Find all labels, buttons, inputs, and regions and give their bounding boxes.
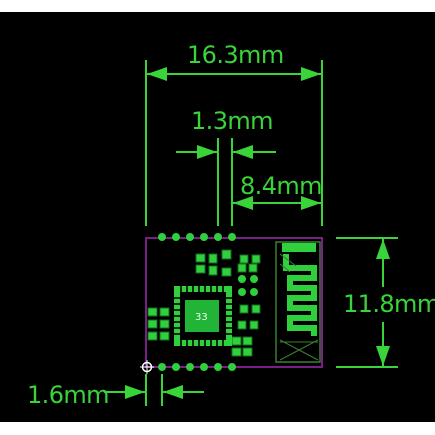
smd-pad xyxy=(147,307,158,317)
pad xyxy=(238,275,246,283)
dim-label-pitch: 1.6mm xyxy=(27,381,109,409)
arrow-height-top xyxy=(376,239,390,259)
smd-pad xyxy=(242,347,253,357)
pad xyxy=(200,363,208,371)
smd-pad xyxy=(251,304,261,314)
arrow-antenna-left xyxy=(233,196,253,210)
pad xyxy=(200,233,208,241)
dim-label-height: 11.8mm xyxy=(343,290,435,318)
pad xyxy=(158,233,166,241)
arrow-gap-right xyxy=(233,145,253,159)
antenna-hatch xyxy=(279,253,319,361)
arrow-gap-left xyxy=(197,145,217,159)
smd-pad xyxy=(231,336,242,346)
smd-pad xyxy=(237,320,247,330)
smd-pad xyxy=(159,331,170,341)
antenna-top-bar xyxy=(282,243,316,252)
ic-center-pad xyxy=(185,300,219,332)
smd-pad xyxy=(249,320,259,330)
pad xyxy=(214,363,222,371)
dim-label-gap: 1.3mm xyxy=(191,107,273,135)
pad xyxy=(158,363,166,371)
smd-pad xyxy=(248,263,258,273)
smd-pad xyxy=(195,264,206,274)
top-edge-pads xyxy=(158,233,236,241)
circular-pads xyxy=(238,275,258,296)
left-components xyxy=(147,307,170,341)
smd-pad xyxy=(147,331,158,341)
arrow-antenna-right xyxy=(301,196,321,210)
pad xyxy=(238,288,246,296)
arrow-total-right xyxy=(301,67,321,81)
pad xyxy=(214,233,222,241)
ic-label: 33 xyxy=(195,312,208,323)
arrow-pitch-left xyxy=(125,385,145,399)
pad xyxy=(250,275,258,283)
smd-pad xyxy=(147,319,158,329)
arrow-pitch-right xyxy=(163,385,183,399)
pad xyxy=(228,363,236,371)
arrow-height-bottom xyxy=(376,346,390,366)
pad xyxy=(172,233,180,241)
arrow-total-left xyxy=(147,67,167,81)
smd-pad xyxy=(231,347,242,357)
ic-pin-separators xyxy=(174,286,232,346)
pad xyxy=(250,288,258,296)
smd-pad xyxy=(242,336,253,346)
smd-pad xyxy=(159,307,170,317)
smd-pad xyxy=(239,254,249,264)
smd-pad xyxy=(237,263,247,273)
upper-components xyxy=(195,249,261,277)
smd-pad xyxy=(251,254,261,264)
origin-marker-icon xyxy=(140,360,154,374)
antenna-keepout xyxy=(275,241,321,363)
smd-pad xyxy=(159,319,170,329)
side-components xyxy=(231,304,261,357)
pad xyxy=(186,363,194,371)
main-ic: 33 xyxy=(174,286,232,346)
antenna-meander-trace xyxy=(283,254,317,336)
pad xyxy=(172,363,180,371)
dim-label-antenna: 8.4mm xyxy=(240,172,322,200)
smd-pad xyxy=(239,304,249,314)
pad xyxy=(228,233,236,241)
pad xyxy=(186,233,194,241)
smd-pad xyxy=(221,249,232,260)
smd-pad xyxy=(195,253,206,263)
smd-pad xyxy=(208,265,218,276)
smd-pad xyxy=(221,267,232,277)
bottom-edge-pads xyxy=(158,363,236,371)
dim-label-width-total: 16.3mm xyxy=(187,41,284,69)
smd-pad xyxy=(208,253,218,264)
dimension-arrowheads xyxy=(125,67,390,399)
antenna-area xyxy=(275,241,321,363)
